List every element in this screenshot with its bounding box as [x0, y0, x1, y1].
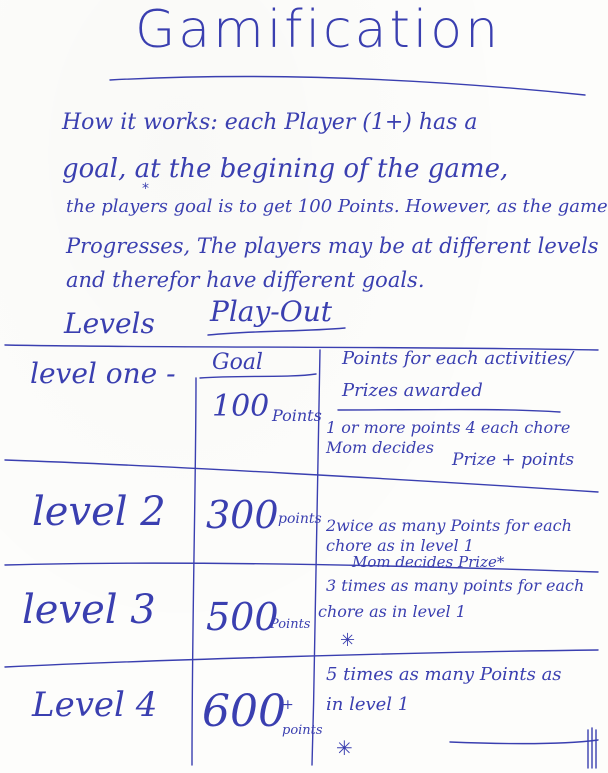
- row-description-line: in level 1: [326, 694, 410, 715]
- star-doodle-icon: ✳: [336, 736, 353, 760]
- page-title: Gamification: [135, 0, 502, 60]
- goal-left-line: [191, 377, 197, 766]
- points-header-line-2: Prizes awarded: [342, 380, 483, 401]
- row-description-line: 2wice as many Points for each: [326, 516, 572, 535]
- row-description-line: 3 times as many points for each: [326, 576, 585, 595]
- intro-line-3: the players goal is to get 100 Points. H…: [66, 196, 608, 217]
- row-description-line: 5 times as many Points as: [326, 664, 562, 685]
- goal-value: 300: [206, 493, 279, 537]
- goal-value: 100: [212, 389, 270, 424]
- intro-line-4: Progresses, The players may be at differ…: [66, 234, 599, 258]
- star-doodle-icon: ✳: [340, 630, 356, 651]
- playout-header: Play-Out: [210, 295, 333, 328]
- points-header-line-1: Points for each activities/: [342, 348, 574, 369]
- table-top-line: [4, 344, 599, 351]
- intro-line-2: goal, at the begining of the game,: [62, 154, 509, 184]
- levels-header: Levels: [64, 307, 155, 340]
- goal-value: 500: [206, 595, 279, 639]
- row-description-line: chore as in level 1: [318, 602, 466, 621]
- goal-header: Goal: [212, 350, 263, 375]
- title-underline: [109, 75, 586, 96]
- level-label: Level 4: [32, 685, 158, 725]
- level-label: level 2: [32, 489, 166, 535]
- row-description-line: chore as in level 1: [326, 536, 474, 555]
- row-description-line: Prize + points: [452, 450, 575, 470]
- goal-unit: Points: [270, 617, 311, 632]
- intro-line-1: How it works: each Player (1+) has a: [62, 110, 478, 135]
- row-divider-1: [4, 459, 599, 493]
- edge-hatch: [587, 727, 597, 769]
- playout-underline: [207, 327, 346, 336]
- goal-unit-plus: +: [282, 697, 294, 713]
- goal-unit: points: [278, 511, 322, 527]
- row-description-line: Mom decides Prize*: [352, 553, 505, 571]
- row-divider-3: [4, 649, 599, 668]
- goal-value: 600: [202, 686, 286, 737]
- level-label: level one -: [30, 357, 176, 390]
- asterisk-mark: *: [142, 181, 149, 197]
- row-description-line: Mom decides: [326, 438, 434, 457]
- goal-underline: [199, 373, 317, 379]
- row-description-line: 1 or more points 4 each chore: [326, 418, 571, 437]
- bottom-line: [449, 739, 599, 745]
- goal-right-line: [311, 349, 321, 766]
- points-header-underline: [337, 408, 561, 413]
- goal-unit: Points: [272, 406, 322, 425]
- level-label: level 3: [22, 587, 156, 633]
- intro-line-5: and therefor have different goals.: [66, 268, 425, 292]
- row-divider-2: [4, 562, 599, 573]
- goal-unit: points: [282, 723, 323, 738]
